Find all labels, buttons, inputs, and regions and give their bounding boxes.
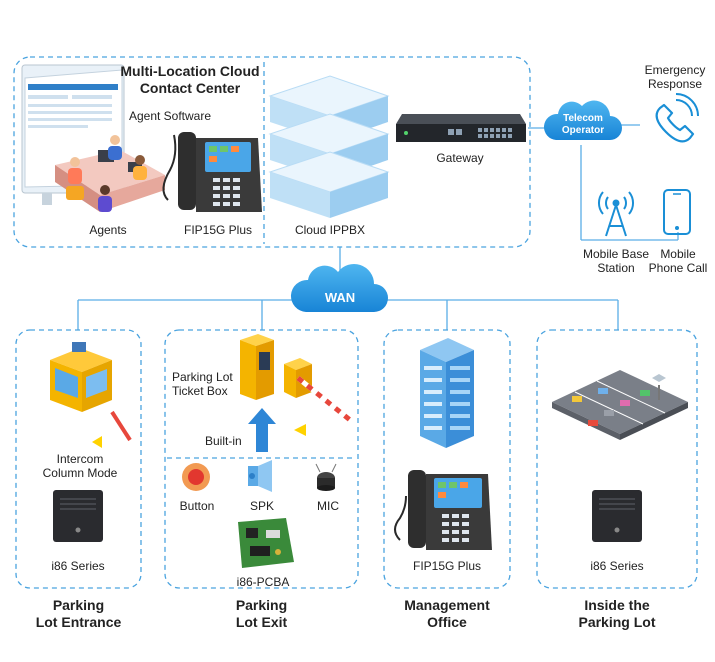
toll-booth-icon [50, 342, 132, 448]
telecom-line1: Telecom [563, 113, 603, 124]
button-icon [182, 463, 210, 491]
emergency-line2: Response [647, 77, 703, 91]
ticket-line2: Ticket Box [172, 384, 228, 398]
inside-intercom-device-icon [592, 490, 642, 542]
spk-label: SPK [249, 499, 274, 513]
cloud-ippbx-label: Cloud IPPBX [294, 223, 366, 237]
pcba-icon [238, 518, 294, 568]
inside-caption: Inside the Parking Lot [537, 597, 697, 631]
office-box [383, 329, 511, 589]
button-label: Button [179, 499, 215, 513]
wan-label: WAN [324, 290, 356, 305]
emergency-line1: Emergency [644, 63, 706, 77]
exit-box [164, 329, 359, 589]
base-station-icon [598, 191, 634, 237]
inside-device-label: i86 Series [590, 559, 644, 573]
emergency-phone-icon [655, 93, 699, 143]
mobile-phone-call-label: Mobile Phone Call [644, 247, 712, 275]
intercom-device-icon [53, 490, 103, 542]
mobile-call-line1: Mobile [660, 247, 696, 261]
ticket-box-label: Parking Lot Ticket Box [172, 370, 242, 398]
entrance-caption-line1: Parking [52, 597, 105, 613]
top-phone-label: FIP15G Plus [183, 223, 253, 237]
entrance-caption-line2: Lot Entrance [35, 614, 122, 630]
speaker-icon [248, 460, 272, 492]
agents-illustration [55, 135, 165, 212]
desk-phone-icon [162, 132, 262, 212]
mobile-phone-icon [663, 189, 691, 235]
inside-caption-line1: Inside the [584, 597, 650, 613]
office-caption-line2: Office [427, 614, 467, 630]
pcba-label: i86-PCBA [236, 575, 290, 589]
inside-caption-line2: Parking Lot [578, 614, 656, 630]
entrance-mode-line2: Column Mode [42, 466, 118, 480]
mic-label: MIC [317, 499, 339, 513]
ticket-box-icon [240, 334, 352, 436]
telecom-line2: Operator [561, 125, 605, 136]
wan-cloud-icon [290, 263, 388, 312]
ticket-line1: Parking Lot [172, 370, 233, 384]
agent-software-label: Agent Software [128, 109, 212, 123]
office-caption-line1: Management [404, 597, 490, 613]
exit-caption: Parking Lot Exit [165, 597, 358, 631]
contact-center-title: Multi-Location Cloud Contact Center [115, 63, 265, 97]
barrier-arm [296, 376, 352, 422]
up-arrow-icon [248, 408, 276, 452]
office-building-icon [420, 338, 474, 448]
gateway-icon [396, 114, 526, 142]
contact-center-title-line1: Multi-Location Cloud [120, 63, 260, 79]
mobile-base-line1: Mobile Base [582, 247, 650, 261]
contact-center-title-line2: Contact Center [139, 80, 241, 96]
mobile-call-line2: Phone Call [648, 261, 708, 275]
dashed-groups [13, 56, 698, 589]
office-desk-phone-icon [394, 470, 492, 550]
exit-caption-line1: Parking [235, 597, 288, 613]
entrance-caption: Parking Lot Entrance [16, 597, 141, 631]
builtin-label: Built-in [205, 434, 242, 448]
contact-center-box [13, 56, 531, 248]
agents-label: Agents [89, 223, 127, 237]
parking-lot-icon [552, 370, 688, 440]
exit-caption-line2: Lot Exit [235, 614, 288, 630]
mobile-base-line2: Station [597, 261, 635, 275]
cloud-ippbx-server-icon [268, 75, 390, 218]
telecom-operator-label: Telecom Operator [554, 113, 612, 137]
inside-box [536, 329, 698, 589]
entrance-mode-line1: Intercom [56, 452, 104, 466]
entrance-box [15, 329, 142, 589]
office-device-label: FIP15G Plus [412, 559, 482, 573]
intercom-mode-label: Intercom Column Mode [38, 452, 122, 480]
mic-icon [315, 463, 337, 491]
gateway-label: Gateway [436, 151, 484, 165]
telecom-cloud-icon [543, 100, 622, 140]
office-caption: Management Office [384, 597, 510, 631]
entrance-device-label: i86 Series [51, 559, 105, 573]
emergency-response-label: Emergency Response [640, 63, 710, 91]
mobile-base-station-label: Mobile Base Station [578, 247, 654, 275]
